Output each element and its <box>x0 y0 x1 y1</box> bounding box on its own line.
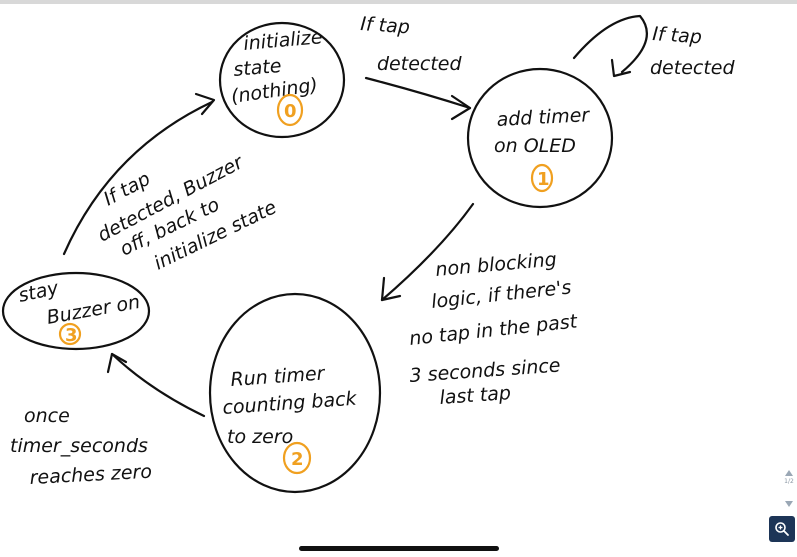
state-0-number: 0 <box>284 101 297 122</box>
transition-0-1-line-1: If tap <box>360 13 411 38</box>
page-indicator: 1/2 <box>784 478 794 485</box>
transition-loop-line-1: If tap <box>652 23 703 48</box>
state-2-line-1: Run timer <box>230 362 327 391</box>
state-2-node: Run timer counting back to zero 2 <box>208 292 382 494</box>
transition-1-to-2: non blocking logic, if there's no tap in… <box>380 202 580 409</box>
state-1-circle <box>466 67 614 209</box>
transition-1-2-line-3: no tap in the past <box>408 310 579 350</box>
state-3-number: 3 <box>65 325 78 346</box>
transition-1-self-loop: If tap detected <box>572 14 735 79</box>
state-1-line-1: add timer <box>496 104 591 131</box>
transition-2-to-3: once timer_seconds reaches zero <box>10 352 206 489</box>
arrow-3-to-0 <box>62 100 214 256</box>
zoom-icon <box>775 522 789 536</box>
arrowhead-3-to-0 <box>194 92 216 116</box>
state-0-circle <box>218 21 346 139</box>
arrow-0-to-1 <box>364 76 472 110</box>
state-3-number-circle <box>58 322 82 346</box>
transition-1-2-line-5: last tap <box>439 382 512 409</box>
state-3-node: stay Buzzer on 3 <box>1 271 151 351</box>
transition-0-1-line-2: detected <box>377 53 462 75</box>
state-1-line-2: on OLED <box>494 135 576 157</box>
state-2-line-2: counting back <box>222 388 358 419</box>
transition-1-2-line-4: 3 seconds since <box>409 354 561 386</box>
transition-1-2-line-1: non blocking <box>435 248 558 281</box>
state-2-circle <box>208 292 382 494</box>
state-1-number-circle <box>530 163 554 193</box>
arrowhead-0-to-1 <box>450 94 472 121</box>
state-0-number-circle <box>276 93 304 127</box>
scroll-up-arrow-icon[interactable] <box>785 470 793 476</box>
state-0-node: initialize state (nothing) 0 <box>218 21 346 139</box>
vertical-scrollbar[interactable]: 1/2 <box>781 4 797 507</box>
transition-loop-line-2: detected <box>650 57 735 79</box>
zoom-button[interactable] <box>769 516 795 542</box>
state-0-line-1: initialize <box>243 26 324 55</box>
state-1-number: 1 <box>537 169 550 190</box>
transition-0-to-1: If tap detected <box>360 13 472 121</box>
arrowhead-1-to-2 <box>380 276 402 302</box>
transition-2-3-line-1: once <box>24 405 70 427</box>
transition-2-3-line-2: timer_seconds <box>10 435 148 457</box>
scroll-down-arrow-icon[interactable] <box>785 501 793 507</box>
state-1-node: add timer on OLED 1 <box>466 67 614 209</box>
transition-3-to-0: If tap detected, Buzzer off, back to ini… <box>62 92 280 274</box>
top-toolbar-edge <box>0 0 797 4</box>
arrow-1-loop <box>572 14 648 74</box>
transition-2-3-line-3: reaches zero <box>29 461 152 489</box>
state-2-line-3: to zero <box>227 426 293 448</box>
state-0-line-2: state <box>233 55 283 81</box>
arrow-2-to-3 <box>110 352 206 418</box>
state-3-circle <box>1 271 151 351</box>
arrowhead-1-loop <box>610 58 632 78</box>
state-2-number-circle <box>282 441 312 475</box>
state-2-number: 2 <box>291 449 304 470</box>
arrowhead-2-to-3 <box>106 352 128 374</box>
arrow-1-to-2 <box>380 202 475 302</box>
transition-1-2-line-2: logic, if there's <box>430 276 572 313</box>
state-3-line-1: stay <box>16 277 61 307</box>
home-indicator-bar <box>299 546 499 551</box>
